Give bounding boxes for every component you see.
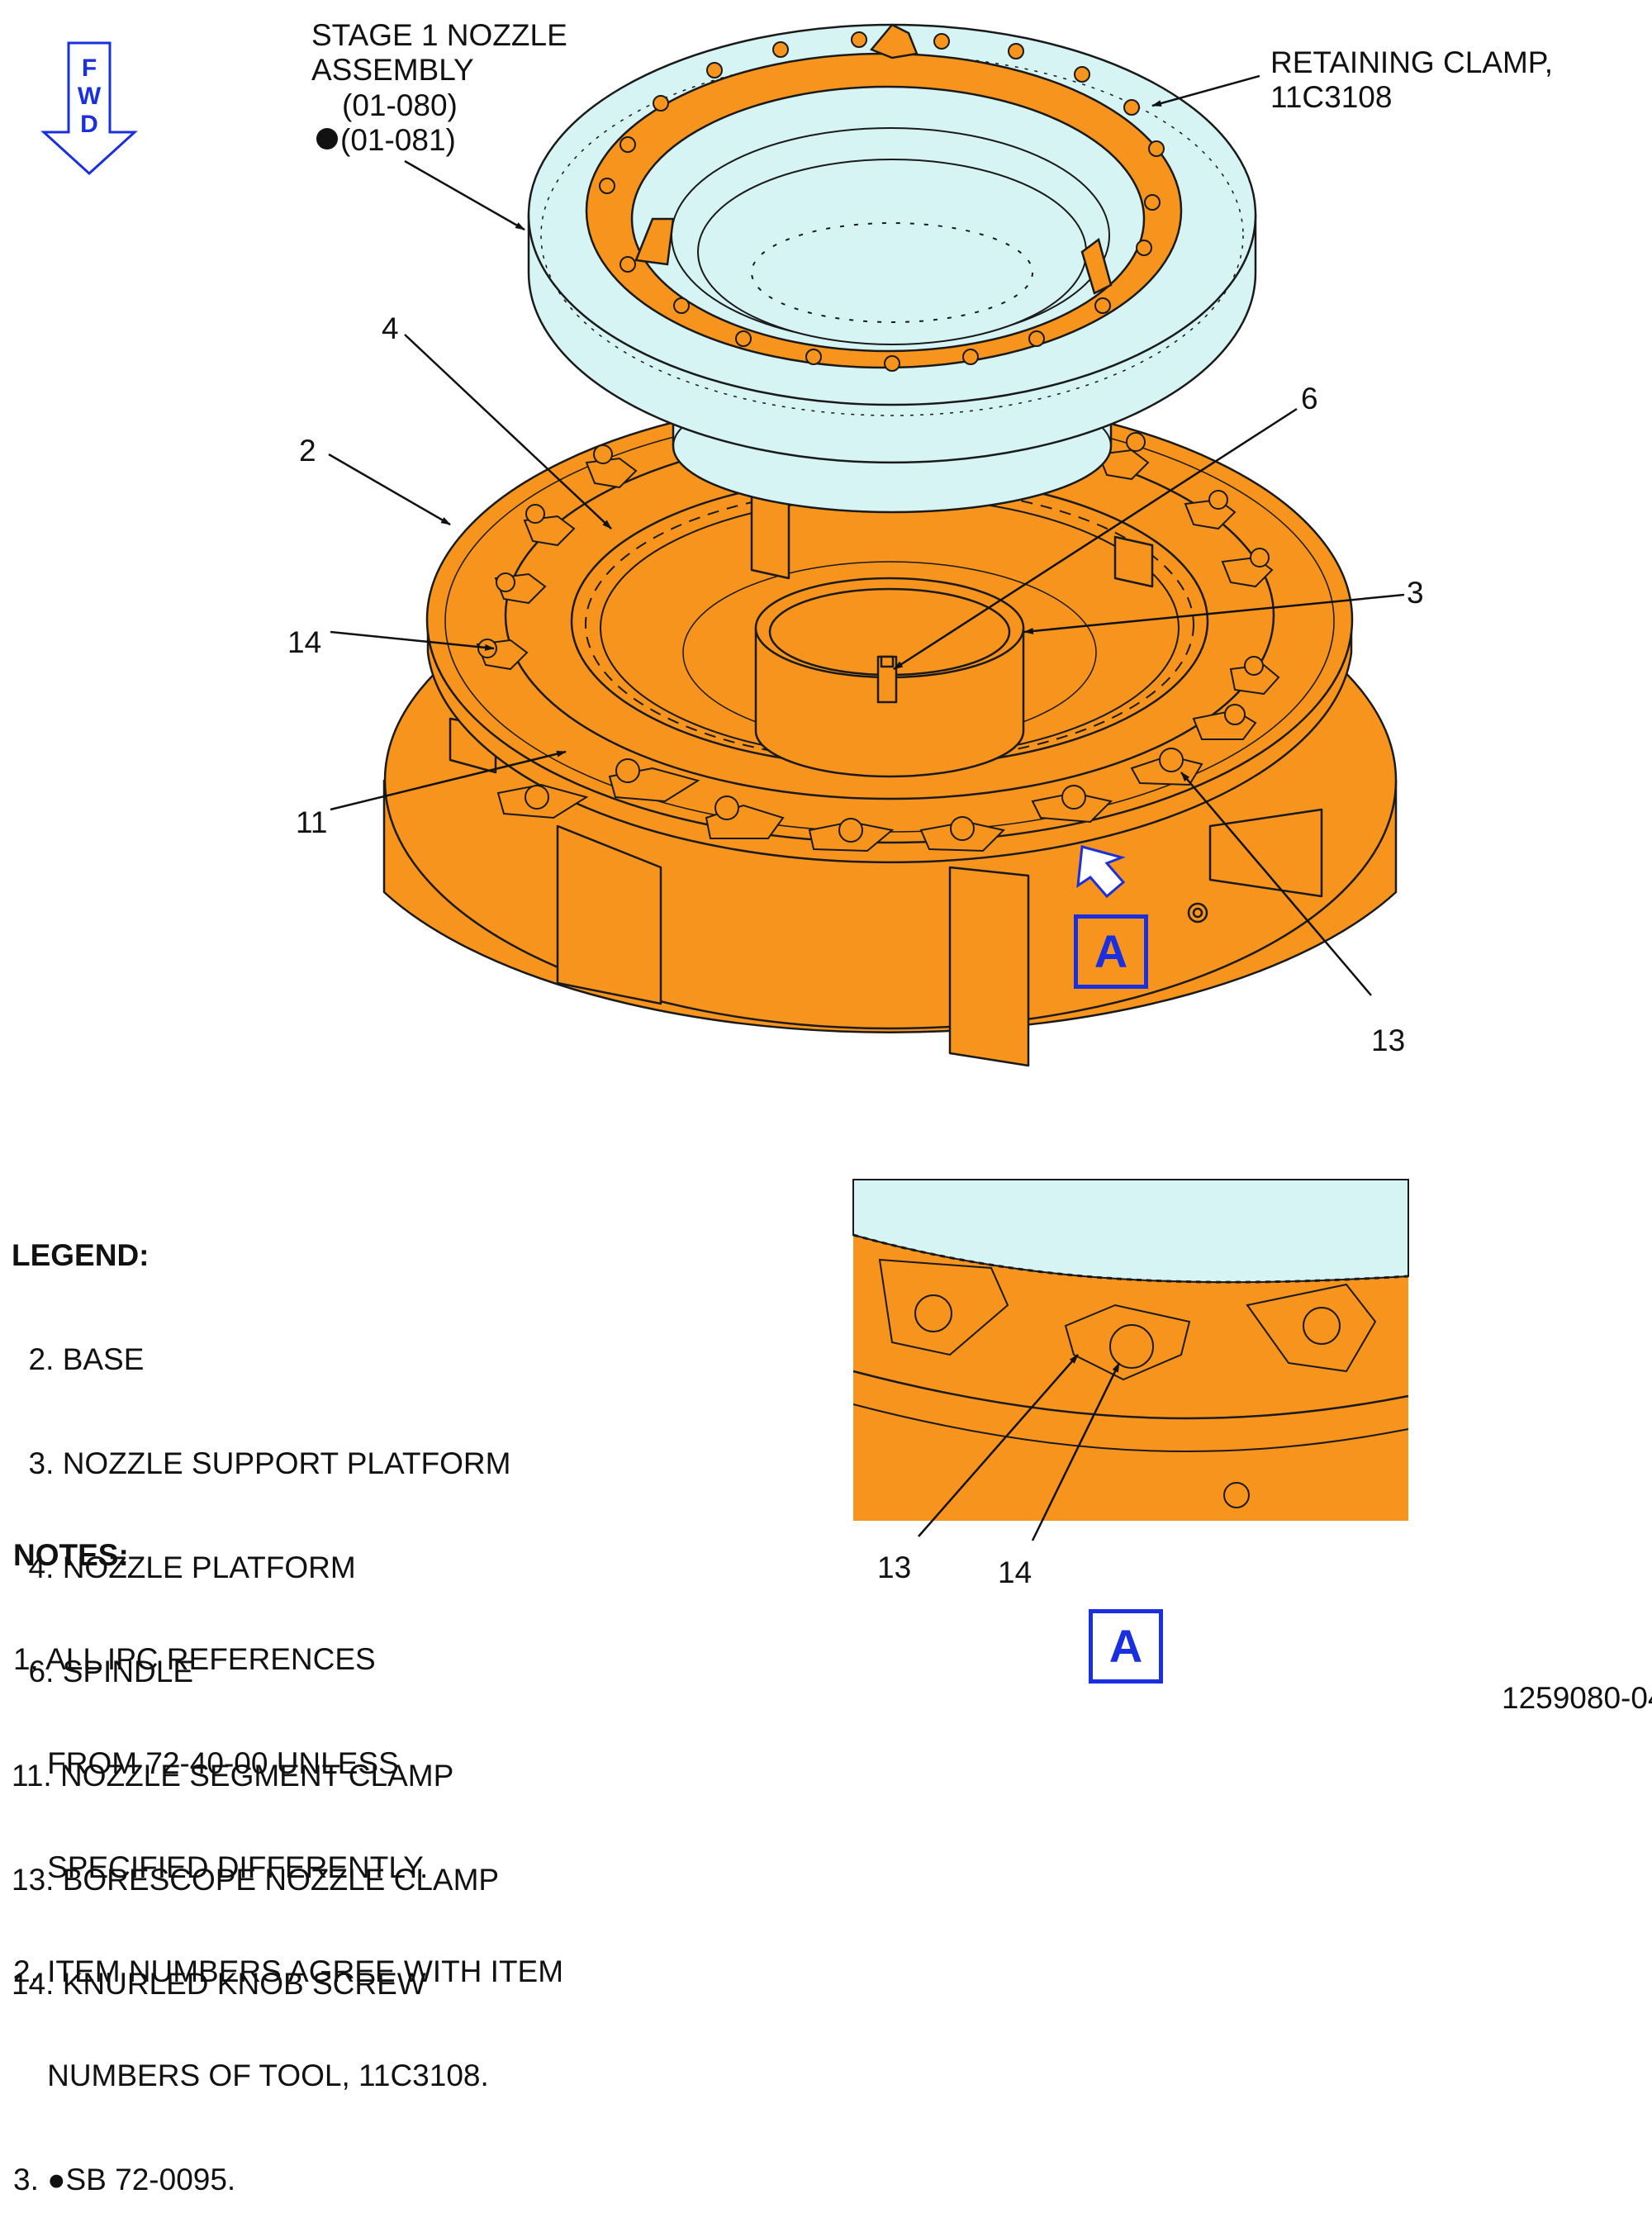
view-a-marker-main: A bbox=[1074, 914, 1148, 989]
clamp-knob-6 bbox=[1031, 785, 1113, 824]
leader-item-3 bbox=[1023, 593, 1405, 634]
detail-view-a bbox=[852, 1179, 1409, 1521]
clamp-knob-15 bbox=[523, 504, 576, 547]
leader-item-14 bbox=[330, 630, 495, 651]
sb-marker-dot-icon bbox=[316, 128, 338, 150]
leader-retaining-clamp bbox=[1151, 74, 1260, 107]
legend-title: LEGEND: bbox=[12, 1238, 150, 1272]
clamp-knob-8 bbox=[1192, 704, 1257, 740]
label-ipc-ref-01-080: (01-080) bbox=[342, 88, 458, 122]
note-3: 3. SB 72-0095. bbox=[13, 2163, 563, 2197]
leader-detail-item-14 bbox=[1031, 1362, 1121, 1541]
legend-item: 4. NOZZLE PLATFORM bbox=[12, 1551, 356, 1584]
fwd-letter-f: F bbox=[82, 55, 97, 82]
clamp-knob-1 bbox=[496, 783, 589, 819]
legend-item: 3. NOZZLE SUPPORT PLATFORM bbox=[12, 1446, 511, 1480]
note-1-line-3: SPECIFIED DIFFERENTLY. bbox=[13, 1850, 429, 1884]
label-detail-item-14: 14 bbox=[998, 1555, 1032, 1589]
legend-item: 6. SPINDLE bbox=[12, 1655, 194, 1688]
label-item-6: 6 bbox=[1301, 382, 1318, 416]
clamp-knob-12 bbox=[1097, 432, 1150, 481]
notes-title: NOTES: bbox=[13, 1538, 129, 1572]
note-2-line-1: 2. ITEM NUMBERS AGREE WITH ITEM bbox=[13, 1954, 564, 1988]
figure-id: 1259080-04 bbox=[1502, 1681, 1652, 1715]
base-fixture bbox=[382, 395, 1398, 1067]
clamp-knob-2 bbox=[608, 758, 700, 803]
clamp-knob-14 bbox=[585, 444, 638, 489]
label-stage1-nozzle-line2: ASSEMBLY bbox=[311, 53, 474, 87]
fwd-arrow-icon: F W D bbox=[40, 41, 138, 176]
leader-stage1-nozzle bbox=[404, 159, 525, 231]
stage-1-nozzle-assembly bbox=[527, 23, 1257, 514]
leader-item-11 bbox=[330, 750, 567, 811]
label-ipc-ref-01-081: (01-081) bbox=[340, 123, 456, 157]
view-a-marker-detail: A bbox=[1089, 1609, 1163, 1683]
leader-item-2 bbox=[328, 453, 451, 526]
view-a-pointer-icon bbox=[1076, 845, 1126, 899]
note-2-line-2: NUMBERS OF TOOL, 11C3108. bbox=[13, 2059, 489, 2092]
notes: NOTES: 1. ALL IPC REFERENCES FROM 72-40-… bbox=[13, 1469, 563, 2232]
clamp-knob-11 bbox=[1184, 490, 1237, 530]
fwd-letter-w: W bbox=[78, 83, 102, 110]
label-item-13: 13 bbox=[1371, 1023, 1405, 1057]
label-item-4: 4 bbox=[382, 311, 399, 345]
clamp-knob-5 bbox=[919, 816, 1005, 852]
label-item-14: 14 bbox=[287, 625, 321, 659]
sb-marker-dot-icon bbox=[47, 2163, 65, 2196]
label-detail-item-13: 13 bbox=[877, 1551, 911, 1584]
leader-item-4 bbox=[404, 334, 612, 530]
leader-item-13 bbox=[1180, 772, 1372, 996]
label-item-11: 11 bbox=[296, 805, 327, 839]
legend-item: 2. BASE bbox=[12, 1342, 145, 1376]
note-1-line-1: 1. ALL IPC REFERENCES bbox=[13, 1642, 376, 1676]
leader-item-6 bbox=[893, 407, 1298, 671]
label-retaining-clamp-line2: 11C3108 bbox=[1270, 80, 1392, 114]
label-stage1-nozzle-line1: STAGE 1 NOZZLE bbox=[311, 18, 567, 52]
fwd-letter-d: D bbox=[80, 111, 98, 138]
clamp-knob-16 bbox=[494, 572, 547, 605]
label-retaining-clamp-line1: RETAINING CLAMP, bbox=[1270, 45, 1553, 79]
clamp-knob-4 bbox=[808, 818, 895, 852]
clamp-knob-9 bbox=[1229, 656, 1280, 696]
note-3-prefix: 3. bbox=[13, 2163, 48, 2196]
clamp-knob-3 bbox=[705, 795, 785, 839]
illustration-canvas: F W D bbox=[40, 18, 1652, 1715]
label-item-3: 3 bbox=[1407, 576, 1424, 610]
note-3-text: SB 72-0095. bbox=[65, 2163, 236, 2196]
label-item-2: 2 bbox=[299, 434, 316, 468]
callout-leaders bbox=[328, 74, 1405, 996]
leader-detail-item-13 bbox=[918, 1354, 1079, 1537]
note-1-line-2: FROM 72-40-00 UNLESS bbox=[13, 1746, 399, 1780]
clamp-knob-10 bbox=[1221, 548, 1274, 588]
